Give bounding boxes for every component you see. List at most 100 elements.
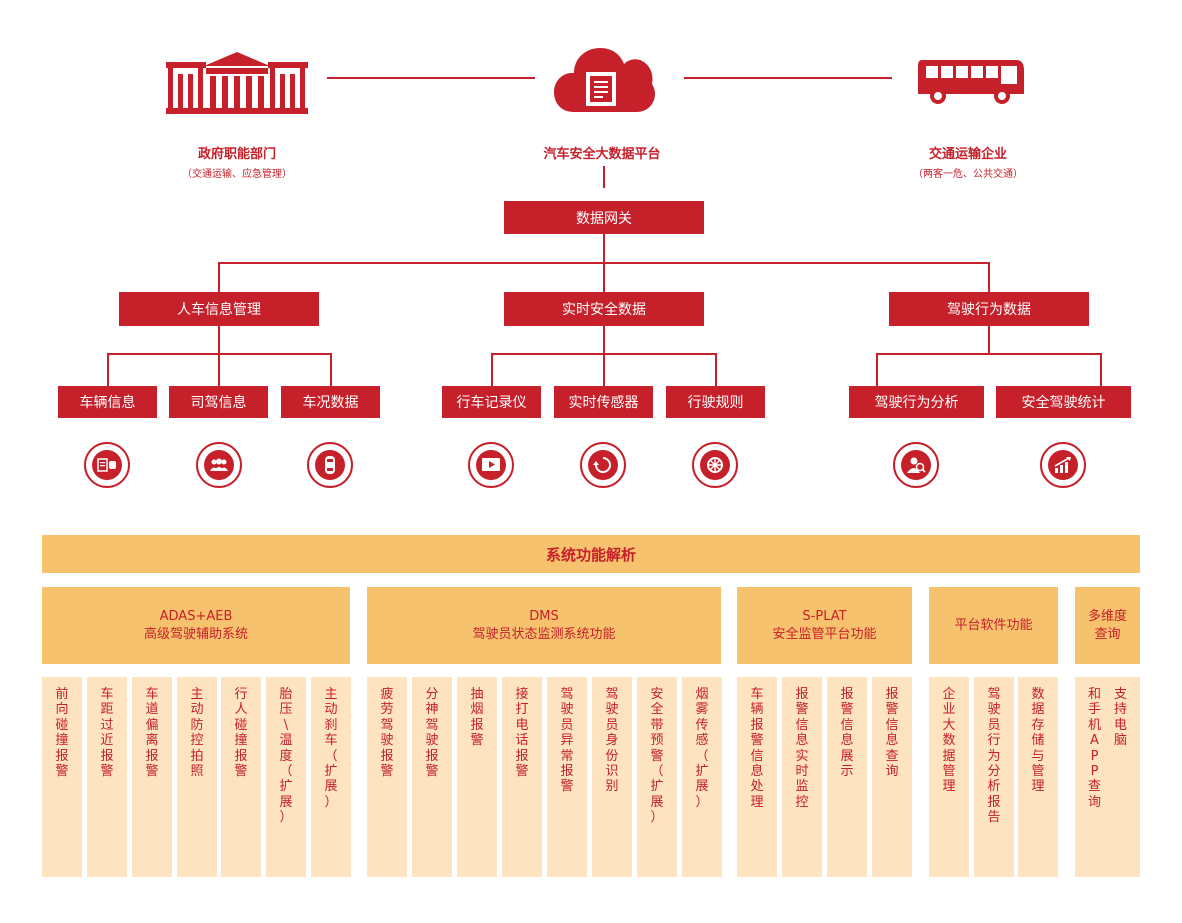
growth-chart-icon xyxy=(1040,442,1086,488)
function-label: 前向碰撞报警 xyxy=(55,687,69,780)
realtime-safety-data-box: 实时安全数据 xyxy=(504,292,704,326)
function-column: 前向碰撞报警 xyxy=(42,677,82,877)
function-column: 驾驶员行为分析报告 xyxy=(974,677,1014,877)
driver-group-icon xyxy=(196,442,242,488)
function-column: 驾驶员身份识别 xyxy=(592,677,632,877)
driving-rules-box: 行驶规则 xyxy=(666,386,765,418)
category-dms: DMS 驾驶员状态监测系统功能 xyxy=(367,587,721,664)
driving-behavior-data-box: 驾驶行为数据 xyxy=(889,292,1089,326)
function-label: 车道偏离报警 xyxy=(145,687,159,780)
function-label: 车距过近报警 xyxy=(100,687,114,780)
function-column: 车辆报警信息处理 xyxy=(737,677,777,877)
government-building-icon xyxy=(166,52,308,114)
realtime-sensor-box: 实时传感器 xyxy=(554,386,653,418)
function-label: 接打电话报警 xyxy=(515,687,529,780)
group1-stem xyxy=(218,326,220,354)
group3-drop-a xyxy=(876,353,878,386)
function-label: 疲劳驾驶报警 xyxy=(380,687,394,780)
group2-drop-b xyxy=(603,353,605,386)
category-dms-line1: DMS xyxy=(529,608,559,624)
function-label: 胎压\温度（扩展） xyxy=(279,687,293,826)
gov-title: 政府职能部门 xyxy=(197,147,276,162)
vehicle-condition-box: 车况数据 xyxy=(281,386,380,418)
function-label: 烟雾传感（扩展） xyxy=(695,687,709,810)
system-function-banner: 系统功能解析 xyxy=(42,535,1140,573)
safe-driving-statistics-box: 安全驾驶统计 xyxy=(996,386,1131,418)
group3-drop-b xyxy=(1100,353,1102,386)
enterprise-subtitle: （两客一危、公共交通） xyxy=(913,169,1023,180)
function-label: 报警信息展示 xyxy=(840,687,854,780)
function-column: 报警信息实时监控 xyxy=(782,677,822,877)
people-vehicle-management-box: 人车信息管理 xyxy=(119,292,319,326)
function-label: 分神驾驶报警 xyxy=(425,687,439,780)
function-label: 报警信息查询 xyxy=(885,687,899,780)
function-column: 报警信息查询 xyxy=(872,677,912,877)
function-column: 抽烟报警 xyxy=(457,677,497,877)
connector-platform-enterprise xyxy=(684,77,892,79)
category-adas-line2: 高级驾驶辅助系统 xyxy=(143,626,248,642)
platform-title: 汽车安全大数据平台 xyxy=(543,147,661,162)
category-splat: S-PLAT 安全监管平台功能 xyxy=(737,587,912,664)
category-dms-line2: 驾驶员状态监测系统功能 xyxy=(472,626,616,642)
function-label: 驾驶员异常报警 xyxy=(560,687,574,795)
function-label: 支持电脑 xyxy=(1113,687,1127,749)
function-column: 和手机APP查询 支持电脑 xyxy=(1075,677,1140,877)
sensor-refresh-icon xyxy=(580,442,626,488)
function-column: 烟雾传感（扩展） xyxy=(682,677,722,877)
category-multi-dimension-line2: 查询 xyxy=(1094,626,1121,642)
function-column: 行人碰撞报警 xyxy=(221,677,261,877)
bus-icon xyxy=(918,60,1024,104)
driver-info-box: 司驾信息 xyxy=(169,386,268,418)
wheel-rule-icon xyxy=(692,442,738,488)
video-recorder-icon xyxy=(468,442,514,488)
group2-drop-c xyxy=(715,353,717,386)
function-column: 企业大数据管理 xyxy=(929,677,969,877)
category-multi-dimension-line1: 多维度 xyxy=(1087,608,1127,624)
group2-drop-a xyxy=(491,353,493,386)
function-label: 企业大数据管理 xyxy=(942,687,956,795)
category-adas-line1: ADAS+AEB xyxy=(159,608,233,624)
function-label: 主动防控拍照 xyxy=(190,687,204,780)
level2-drop-3 xyxy=(988,262,990,292)
function-column: 安全带预警（扩展） xyxy=(637,677,677,877)
function-column: 主动刹车（扩展） xyxy=(311,677,351,877)
category-splat-line1: S-PLAT xyxy=(802,608,847,624)
function-label: 报警信息实时监控 xyxy=(795,687,809,810)
level2-drop-1 xyxy=(218,262,220,292)
function-label: 抽烟报警 xyxy=(470,687,484,749)
function-column: 驾驶员异常报警 xyxy=(547,677,587,877)
function-column: 报警信息展示 xyxy=(827,677,867,877)
function-column: 分神驾驶报警 xyxy=(412,677,452,877)
group1-drop-c xyxy=(330,353,332,386)
connector-gov-platform xyxy=(327,77,535,79)
function-label: 行人碰撞报警 xyxy=(234,687,248,780)
category-splat-line2: 安全监管平台功能 xyxy=(772,626,877,642)
group3-stem xyxy=(988,326,990,354)
function-label: 和手机APP查询 xyxy=(1087,687,1101,810)
enterprise-title: 交通运输企业 xyxy=(928,147,1007,162)
level2-bus-line xyxy=(218,262,990,264)
function-label: 主动刹车（扩展） xyxy=(324,687,338,810)
function-label: 驾驶员行为分析报告 xyxy=(987,687,1001,826)
function-label: 驾驶员身份识别 xyxy=(605,687,619,795)
group2-stem xyxy=(603,326,605,354)
function-column: 车道偏离报警 xyxy=(132,677,172,877)
function-column: 车距过近报警 xyxy=(87,677,127,877)
function-column: 疲劳驾驶报警 xyxy=(367,677,407,877)
group1-drop-a xyxy=(107,353,109,386)
vehicle-info-box: 车辆信息 xyxy=(58,386,157,418)
driver-analysis-icon xyxy=(893,442,939,488)
data-gateway-box: 数据网关 xyxy=(504,201,704,234)
category-platform-software: 平台软件功能 xyxy=(929,587,1058,664)
group3-bus xyxy=(876,353,1102,355)
function-column: 数据存储与管理 xyxy=(1018,677,1058,877)
function-label: 车辆报警信息处理 xyxy=(750,687,764,810)
function-label: 安全带预警（扩展） xyxy=(650,687,664,826)
dashcam-box: 行车记录仪 xyxy=(442,386,541,418)
function-column: 接打电话报警 xyxy=(502,677,542,877)
vehicle-info-icon xyxy=(84,442,130,488)
category-adas: ADAS+AEB 高级驾驶辅助系统 xyxy=(42,587,350,664)
function-column: 胎压\温度（扩展） xyxy=(266,677,306,877)
group1-drop-b xyxy=(218,353,220,386)
driving-behavior-analysis-box: 驾驶行为分析 xyxy=(849,386,984,418)
